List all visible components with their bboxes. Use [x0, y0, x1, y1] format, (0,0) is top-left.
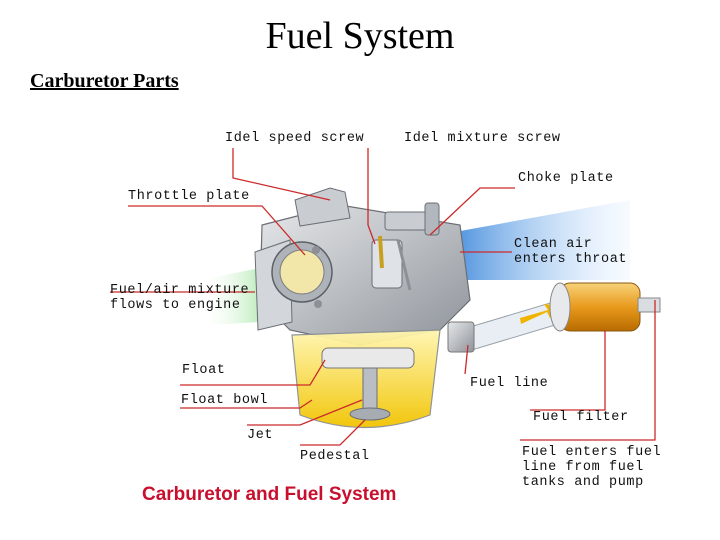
leader-pedestal [300, 419, 366, 446]
label-fuel-air-mixture: Fuel/air mixture flows to engine [110, 283, 250, 313]
leader-fuel-line [464, 344, 469, 375]
label-idle-speed-screw: Idel speed screw [225, 131, 365, 146]
label-float-bowl: Float bowl [181, 393, 269, 408]
label-fuel-line: Fuel line [470, 376, 549, 391]
fuel-line-fitting [447, 321, 475, 353]
label-throttle-plate: Throttle plate [128, 189, 250, 204]
leader-fuel-filter [530, 330, 606, 411]
leader-choke-plate [429, 187, 515, 236]
carburetor-body [254, 187, 471, 346]
leader-lines [110, 148, 656, 446]
fuel-filter-shape [549, 282, 661, 332]
label-clean-air: Clean air enters throat [514, 237, 628, 267]
label-choke-plate: Choke plate [518, 171, 614, 186]
section-heading: Carburetor Parts [30, 70, 179, 92]
label-jet: Jet [247, 428, 274, 443]
leader-idle-speed-screw [232, 148, 331, 201]
leader-float [180, 359, 326, 386]
diagram-caption: Carburetor and Fuel System [142, 484, 397, 505]
clean-air-flow [455, 200, 630, 280]
page-title: Fuel System [265, 15, 455, 57]
label-pedestal: Pedestal [300, 449, 370, 464]
leader-idle-mixture-screw [367, 148, 376, 245]
label-fuel-filter: Fuel filter [533, 410, 629, 425]
label-float: Float [182, 363, 226, 378]
label-idle-mixture-screw: Idel mixture screw [404, 131, 561, 146]
leader-jet [247, 399, 363, 426]
float-bowl-shape [291, 329, 441, 429]
leader-float-bowl [180, 399, 313, 409]
leader-fuel-enters [520, 300, 656, 441]
leader-throttle-plate [128, 205, 306, 256]
label-fuel-enters: Fuel enters fuel line from fuel tanks an… [522, 445, 662, 490]
